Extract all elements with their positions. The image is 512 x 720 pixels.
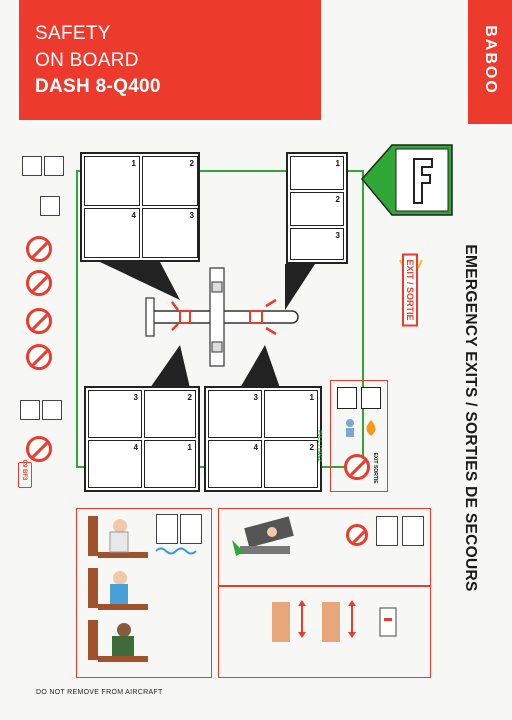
no-smoking-icon	[346, 524, 368, 546]
seat-icon	[20, 400, 40, 420]
seat-icon	[402, 516, 424, 546]
seat-exit-illustration	[232, 516, 294, 556]
step-cell: 4	[84, 208, 140, 258]
brand-logo: BABOO	[482, 25, 499, 95]
seat-icon	[180, 514, 202, 544]
aircraft-diagram	[145, 267, 299, 367]
title-banner: SAFETY ON BOARD DASH 8-Q400	[19, 0, 321, 120]
seated-passengers-illustration	[88, 516, 148, 662]
no-smoking-icon	[26, 344, 52, 370]
step-number: 4	[131, 211, 136, 220]
seat-icon	[42, 400, 62, 420]
mini-exit-text: EXIT SORTIE	[372, 452, 378, 484]
aircraft-model: DASH 8-Q400	[35, 76, 161, 97]
step-cell: 2	[144, 390, 196, 438]
seat-icon	[44, 156, 64, 176]
no-baggage-icon	[26, 270, 52, 296]
seat-icon	[22, 156, 42, 176]
step-number: 2	[335, 195, 340, 204]
step-number: 3	[189, 211, 194, 220]
step-cell: 1	[144, 440, 196, 488]
step-number: 4	[253, 443, 258, 452]
fire-icon	[366, 420, 376, 436]
step-number: 2	[187, 393, 192, 402]
panel-bottom-left: 3 2 4 1	[84, 386, 200, 492]
divider	[219, 585, 430, 587]
step-number: 1	[187, 443, 192, 452]
emergency-exits-heading: EMERGENCY EXITS / SORTIES DE SECOURS	[462, 244, 479, 592]
panel-connectors	[100, 262, 315, 388]
title-line-2: ON BOARD	[35, 50, 139, 71]
step-number: 3	[253, 393, 258, 402]
panel-bottom-mid: 3 1 4 2	[204, 386, 322, 492]
water-icon	[155, 547, 197, 555]
step-cell	[337, 387, 357, 409]
step-number: 2	[309, 443, 314, 452]
footer-notice: DO NOT REMOVE FROM AIRCRAFT	[36, 689, 163, 696]
no-stairs-icon	[26, 308, 52, 334]
no-luggage-icon	[26, 436, 52, 462]
step-cell: 3	[88, 390, 142, 438]
step-cell: 1	[264, 390, 318, 438]
step-number: 3	[133, 393, 138, 402]
step-cell: 3	[290, 228, 344, 260]
door-handle-steps	[272, 600, 397, 642]
step-cell: 2	[290, 192, 344, 226]
step-cell: 4	[88, 440, 142, 488]
step-number: 1	[309, 393, 314, 402]
step-cell: 3	[208, 390, 262, 438]
no-exit-icon	[344, 454, 370, 480]
exit-sign-text: EXIT / SORTIE	[402, 253, 418, 327]
panel-top-right: 1 2 3	[286, 152, 348, 264]
step-cell: 4	[208, 440, 262, 488]
step-cell: 3	[142, 208, 198, 258]
title-line-1: SAFETY	[35, 23, 111, 44]
step-cell: 2	[264, 440, 318, 488]
exit-operation-box	[218, 508, 431, 678]
step-cell: 2	[142, 156, 198, 206]
exit-info-box	[330, 380, 388, 492]
seat-row-box	[76, 508, 212, 678]
person-icon	[346, 419, 354, 437]
step-number: 3	[335, 231, 340, 240]
no-carry-on-icon	[26, 236, 52, 262]
step-cell: 1	[290, 156, 344, 190]
seat-icon	[40, 196, 60, 216]
card-code-box	[18, 462, 32, 488]
panel-top-left: 1 2 4 3	[80, 152, 200, 262]
brand-tab: BABOO	[468, 0, 512, 124]
step-number: 4	[133, 443, 138, 452]
step-number: 1	[131, 159, 136, 168]
seat-icon	[376, 516, 398, 546]
step-number: 2	[189, 159, 194, 168]
exit-direction-sign-icon	[361, 144, 453, 216]
seat-icon	[156, 514, 178, 544]
step-cell: 1	[84, 156, 140, 206]
step-cell	[361, 387, 381, 409]
pull-label-text: PULL / TIREZ	[316, 430, 322, 462]
step-number: 1	[335, 159, 340, 168]
